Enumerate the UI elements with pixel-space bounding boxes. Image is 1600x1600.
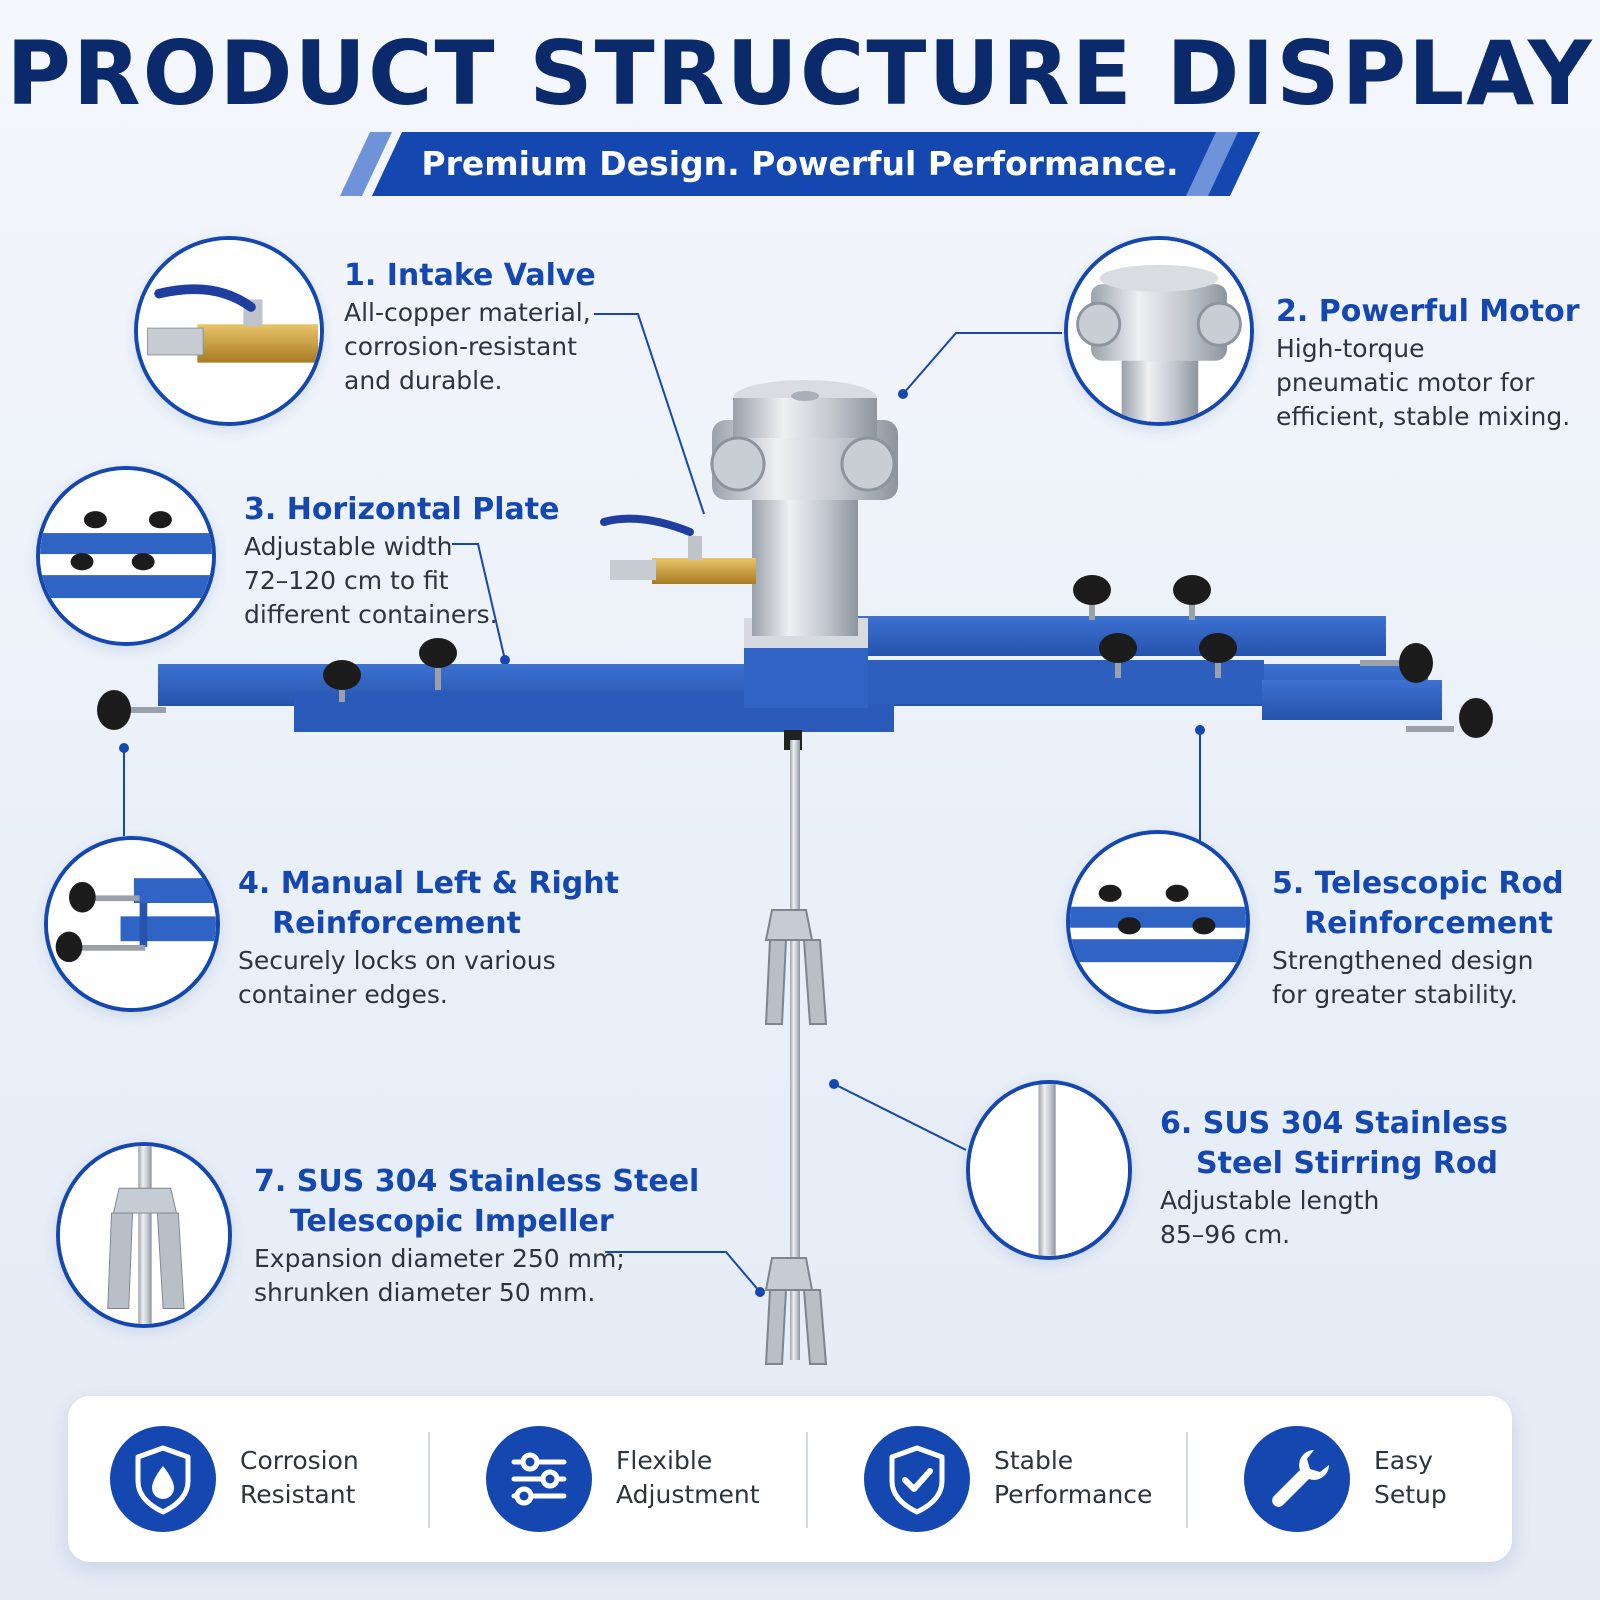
water-shield-icon xyxy=(110,1426,216,1532)
subtitle-banner: Premium Design. Powerful Performance. xyxy=(340,132,1260,196)
telescopic-rod-detail-circle xyxy=(1066,830,1250,1014)
callout-line: 72–120 cm to fit xyxy=(244,566,449,595)
feature-label-line1: Stable xyxy=(994,1446,1074,1475)
callout-line: pneumatic motor for xyxy=(1276,368,1535,397)
stirring-rod-detail-circle xyxy=(966,1080,1132,1260)
callout-line: Strengthened design xyxy=(1272,946,1534,975)
callout-line: 85–96 cm. xyxy=(1160,1220,1291,1249)
stirring-rod xyxy=(784,730,802,1360)
feature-label-line2: Resistant xyxy=(240,1480,356,1509)
callout-impeller: 7. SUS 304 Stainless Steel Telescopic Im… xyxy=(254,1162,699,1310)
feature-label-line1: Easy xyxy=(1374,1446,1433,1475)
intake-valve-detail-circle xyxy=(134,236,324,426)
sliders-icon xyxy=(486,1426,592,1532)
callout-line: different containers. xyxy=(244,600,498,629)
feature-label: Easy Setup xyxy=(1374,1444,1544,1512)
feature-label-line1: Corrosion xyxy=(240,1446,359,1475)
callout-title: 7. SUS 304 Stainless Steel xyxy=(254,1164,700,1199)
callout-side-reinforcement: 4. Manual Left & Right Reinforcement Sec… xyxy=(238,864,619,1012)
callout-line: and durable. xyxy=(344,366,503,395)
callout-title-line2: Telescopic Impeller xyxy=(290,1204,614,1239)
feature-flexible-adjustment: Flexible Adjustment xyxy=(486,1396,786,1562)
callout-title: 6. SUS 304 Stainless xyxy=(1160,1106,1508,1141)
pneumatic-motor xyxy=(710,380,898,636)
feature-label: Flexible Adjustment xyxy=(616,1444,786,1512)
callout-title-line2: Steel Stirring Rod xyxy=(1196,1146,1498,1181)
callout-line: corrosion-resistant xyxy=(344,332,577,361)
feature-label-line2: Adjustment xyxy=(616,1480,760,1509)
wrench-icon xyxy=(1244,1426,1350,1532)
feature-divider xyxy=(1186,1432,1188,1528)
callout-title: 4. Manual Left & Right xyxy=(238,866,619,901)
callout-line: for greater stability. xyxy=(1272,980,1518,1009)
feature-divider xyxy=(428,1432,430,1528)
callout-horizontal-plate: 3. Horizontal Plate Adjustable width 72–… xyxy=(244,490,559,632)
feature-label: Corrosion Resistant xyxy=(240,1444,410,1512)
feature-label-line2: Performance xyxy=(994,1480,1153,1509)
callout-title: 3. Horizontal Plate xyxy=(244,492,560,527)
callout-title-line2: Reinforcement xyxy=(1304,906,1553,941)
callout-line: Adjustable width xyxy=(244,532,453,561)
feature-label: Stable Performance xyxy=(994,1444,1164,1512)
feature-corrosion-resistant: Corrosion Resistant xyxy=(110,1396,410,1562)
callout-line: High-torque xyxy=(1276,334,1425,363)
feature-label-line2: Setup xyxy=(1374,1480,1447,1509)
feature-label-line1: Flexible xyxy=(616,1446,713,1475)
feature-easy-setup: Easy Setup xyxy=(1244,1396,1504,1562)
callout-line: efficient, stable mixing. xyxy=(1276,402,1571,431)
motor-detail-circle xyxy=(1064,236,1254,426)
callout-stirring-rod: 6. SUS 304 Stainless Steel Stirring Rod … xyxy=(1160,1104,1508,1252)
knobs xyxy=(97,575,1493,738)
callout-telescopic-rod: 5. Telescopic Rod Reinforcement Strength… xyxy=(1272,864,1564,1012)
callout-title-line2: Reinforcement xyxy=(272,906,521,941)
intake-valve xyxy=(600,514,756,584)
impeller-detail-circle xyxy=(56,1142,232,1328)
horizontal-plate-detail-circle xyxy=(36,466,216,646)
upper-impeller xyxy=(764,909,828,1025)
page-title: PRODUCT STRUCTURE DISPLAY xyxy=(6,22,1594,125)
callout-line: Adjustable length xyxy=(1160,1186,1380,1215)
leader-lines xyxy=(123,313,1201,1293)
horizontal-plate xyxy=(158,616,1442,732)
callout-powerful-motor: 2. Powerful Motor High-torque pneumatic … xyxy=(1276,292,1580,434)
callout-line: Securely locks on various xyxy=(238,946,556,975)
callout-title: 2. Powerful Motor xyxy=(1276,294,1580,329)
feature-bar: Corrosion Resistant Flexible Adjustment … xyxy=(68,1396,1512,1562)
callout-line: Expansion diameter 250 mm; xyxy=(254,1244,625,1273)
callout-intake-valve: 1. Intake Valve All-copper material, cor… xyxy=(344,256,596,398)
callout-line: All-copper material, xyxy=(344,298,591,327)
feature-stable-performance: Stable Performance xyxy=(864,1396,1164,1562)
callout-line: shrunken diameter 50 mm. xyxy=(254,1278,596,1307)
subtitle-text: Premium Design. Powerful Performance. xyxy=(421,144,1179,183)
side-clamp-detail-circle xyxy=(44,836,220,1012)
callout-title: 1. Intake Valve xyxy=(344,258,596,293)
callout-line: container edges. xyxy=(238,980,448,1009)
lower-impeller xyxy=(764,1257,828,1365)
callout-title: 5. Telescopic Rod xyxy=(1272,866,1564,901)
check-shield-icon xyxy=(864,1426,970,1532)
feature-divider xyxy=(806,1432,808,1528)
